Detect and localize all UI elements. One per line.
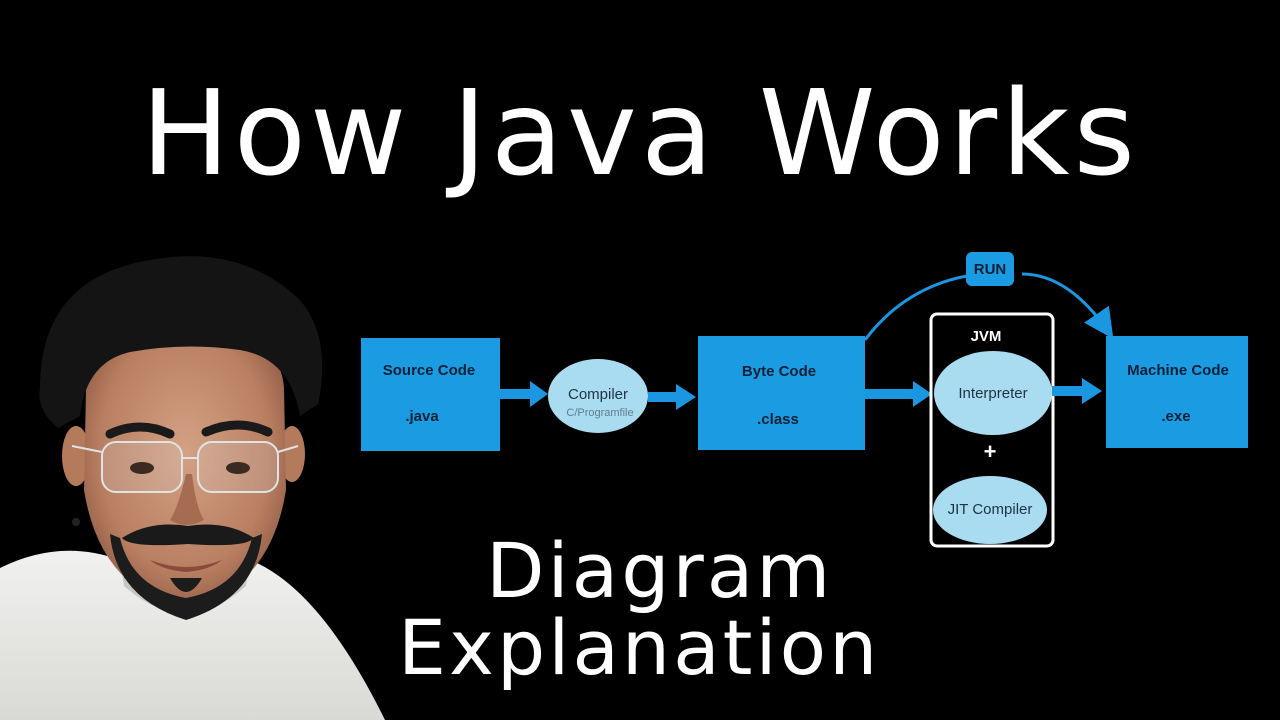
compiler-node: Compiler C/Programfile [548, 359, 648, 433]
java-flow-diagram: Source Code .java Compiler C/Programfile [350, 240, 1260, 560]
jvm-label: JVM [971, 328, 1002, 345]
source-code-box: Source Code .java [361, 338, 500, 451]
byte-code-box: Byte Code .class [698, 336, 865, 450]
interpreter-label: Interpreter [958, 385, 1027, 402]
machine-code-box: Machine Code .exe [1106, 336, 1248, 448]
interpreter-node: Interpreter [934, 351, 1052, 435]
machine-code-title: Machine Code [1127, 362, 1229, 379]
compiler-label: Compiler [568, 386, 628, 403]
source-code-ext: .java [405, 408, 439, 425]
jit-compiler-label: JIT Compiler [948, 501, 1033, 518]
source-code-title: Source Code [383, 362, 476, 379]
presenter-photo [0, 238, 390, 720]
byte-code-ext: .class [757, 411, 799, 428]
arrow-source-to-compiler [500, 381, 548, 407]
subtitle-line-2: Explanation [398, 603, 881, 692]
arrow-interpreter-to-machinecode [1052, 378, 1102, 404]
arrow-bytecode-to-interpreter [865, 381, 932, 407]
machine-code-ext: .exe [1161, 408, 1190, 425]
subtitle-line-1: Diagram [486, 526, 834, 615]
plus-sign: + [984, 439, 997, 464]
run-label: RUN [974, 261, 1007, 278]
title-text: How Java Works [141, 64, 1139, 202]
jvm-container: JVM Interpreter + JIT Compiler [929, 312, 1055, 548]
jit-compiler-node: JIT Compiler [933, 476, 1047, 544]
compiler-path: C/Programfile [566, 407, 633, 419]
byte-code-title: Byte Code [742, 363, 816, 380]
run-node: RUN [966, 252, 1014, 286]
arrow-compiler-to-bytecode [648, 384, 696, 410]
